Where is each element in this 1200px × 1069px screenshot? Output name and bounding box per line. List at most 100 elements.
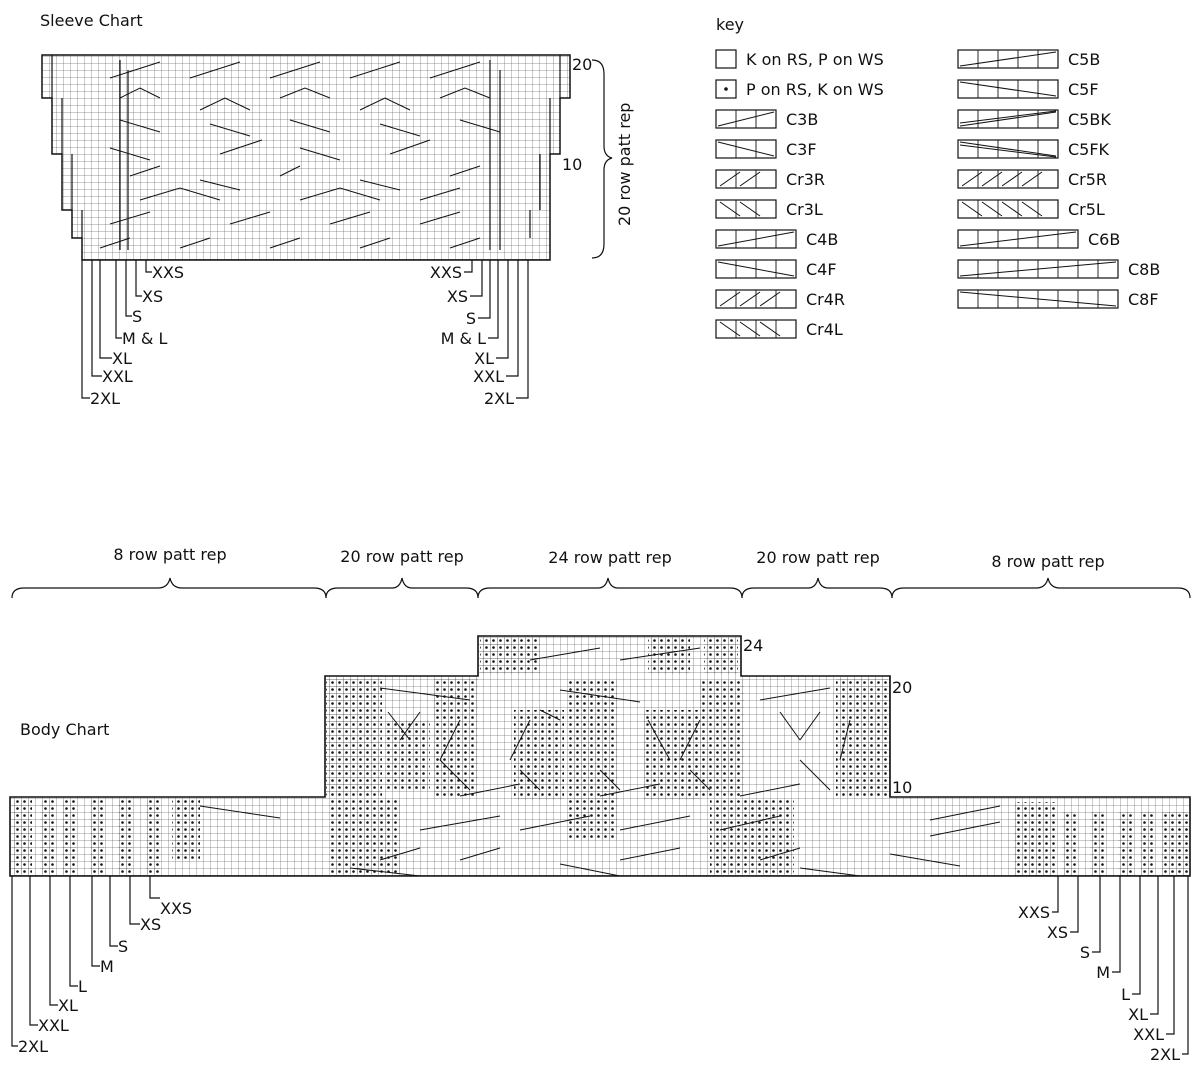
cable-5-front-knit-icon [957, 139, 1059, 159]
sleeve-size-leaders-left [81, 260, 152, 399]
key-item-label: Cr5L [1068, 200, 1105, 219]
body-size-left-1: XS [140, 915, 161, 934]
key-item-label: K on RS, P on WS [746, 50, 884, 69]
cross-3-left-icon [715, 199, 777, 219]
key-item-c4b: C4B [715, 229, 838, 249]
cable-4-front-icon [715, 259, 797, 279]
key-item-cr4r: Cr4R [715, 289, 845, 309]
cable-6-back-icon [957, 229, 1079, 249]
sleeve-size-right-3: M & L [441, 329, 486, 348]
cable-8-back-icon [957, 259, 1119, 279]
key-item-cr4l: Cr4L [715, 319, 843, 339]
body-rep-label-3: 20 row patt rep [756, 548, 879, 567]
body-rep-braces [11, 577, 1191, 599]
key-item-label: C3F [786, 140, 817, 159]
body-size-right-0: XXS [1018, 903, 1050, 922]
key-item-label: C5FK [1068, 140, 1110, 159]
key-item-c5fk: C5FK [957, 139, 1110, 159]
body-row-label-20: 20 [892, 678, 912, 697]
body-size-left-5: XL [58, 996, 78, 1015]
body-size-right-7: 2XL [1150, 1045, 1180, 1064]
body-size-right-3: M [1096, 963, 1110, 982]
sleeve-rep-label: 20 row patt rep [615, 103, 634, 226]
sleeve-rep-brace [591, 59, 613, 259]
sleeve-size-left-3: M & L [122, 329, 167, 348]
key-item-c5bk: C5BK [957, 109, 1111, 129]
key-title: key [716, 15, 744, 34]
key-item-k-on-rs-p-on-ws: K on RS, P on WS [715, 49, 884, 69]
sleeve-size-left-0: XXS [152, 263, 184, 282]
sleeve-chart-grid [41, 54, 571, 261]
cable-5-back-icon [957, 49, 1059, 69]
sleeve-size-right-4: XL [474, 349, 494, 368]
sleeve-size-right-2: S [466, 309, 476, 328]
body-rep-label-2: 24 row patt rep [548, 548, 671, 567]
cable-5-back-knit-icon [957, 109, 1059, 129]
key-item-cr5r: Cr5R [957, 169, 1107, 189]
sleeve-cables [99, 61, 501, 249]
cross-5-right-icon [957, 169, 1059, 189]
sleeve-row-label-20: 20 [572, 55, 592, 74]
body-size-leaders-left [11, 876, 160, 1047]
body-rep-label-0: 8 row patt rep [113, 545, 226, 564]
key-item-label: C5BK [1068, 110, 1111, 129]
sleeve-row-label-10: 10 [562, 155, 582, 174]
key-item-label: Cr4L [806, 320, 843, 339]
body-rep-label-1: 20 row patt rep [340, 547, 463, 566]
cable-4-back-icon [715, 229, 797, 249]
key-item-label: C3B [786, 110, 818, 129]
key-item-label: C4F [806, 260, 837, 279]
key-item-label: Cr5R [1068, 170, 1107, 189]
cable-3-front-icon [715, 139, 777, 159]
cross-5-left-icon [957, 199, 1059, 219]
body-size-left-7: 2XL [18, 1037, 48, 1056]
key-item-cr3r: Cr3R [715, 169, 825, 189]
sleeve-size-left-6: 2XL [90, 389, 120, 408]
key-item-c5b: C5B [957, 49, 1100, 69]
sleeve-chart-title: Sleeve Chart [40, 11, 143, 30]
body-size-left-3: M [100, 957, 114, 976]
key-item-c4f: C4F [715, 259, 837, 279]
body-row-label-24: 24 [743, 636, 763, 655]
key-item-label: C4B [806, 230, 838, 249]
key-item-c3b: C3B [715, 109, 818, 129]
body-size-right-5: XL [1128, 1005, 1148, 1024]
key-item-label: C5F [1068, 80, 1099, 99]
sleeve-size-left-1: XS [142, 287, 163, 306]
sleeve-size-left-4: XL [112, 349, 132, 368]
key-item-label: Cr3L [786, 200, 823, 219]
sleeve-size-right-1: XS [447, 287, 468, 306]
body-size-left-6: XXL [38, 1016, 69, 1035]
body-size-leaders-right [1052, 876, 1189, 1055]
key-item-cr3l: Cr3L [715, 199, 823, 219]
body-size-left-2: S [118, 937, 128, 956]
body-chart-grid [9, 635, 1191, 877]
key-item-c8f: C8F [957, 289, 1159, 309]
key-item-label: Cr3R [786, 170, 825, 189]
body-size-right-1: XS [1047, 923, 1068, 942]
cross-4-right-icon [715, 289, 797, 309]
sleeve-size-right-0: XXS [430, 263, 462, 282]
body-row-label-10: 10 [892, 778, 912, 797]
body-size-right-6: XXL [1133, 1025, 1164, 1044]
key-item-label: P on RS, K on WS [746, 80, 884, 99]
cable-8-front-icon [957, 289, 1119, 309]
cable-3-back-icon [715, 109, 777, 129]
body-size-right-2: S [1080, 943, 1090, 962]
body-rep-label-4: 8 row patt rep [991, 552, 1104, 571]
key-item-label: C5B [1068, 50, 1100, 69]
key-item-label: Cr4R [806, 290, 845, 309]
cross-3-right-icon [715, 169, 777, 189]
sleeve-size-leaders-right [464, 260, 529, 399]
sleeve-size-left-2: S [132, 307, 142, 326]
body-size-right-4: L [1121, 985, 1130, 1004]
key-item-label: C8F [1128, 290, 1159, 309]
key-item-c3f: C3F [715, 139, 817, 159]
cable-5-front-icon [957, 79, 1059, 99]
dot-square-icon [715, 79, 737, 99]
key-item-c5f: C5F [957, 79, 1099, 99]
key-item-c6b: C6B [957, 229, 1120, 249]
key-legend: K on RS, P on WS P on RS, K on WS C3B C3F Cr… [715, 49, 1160, 339]
key-item-label: C8B [1128, 260, 1160, 279]
